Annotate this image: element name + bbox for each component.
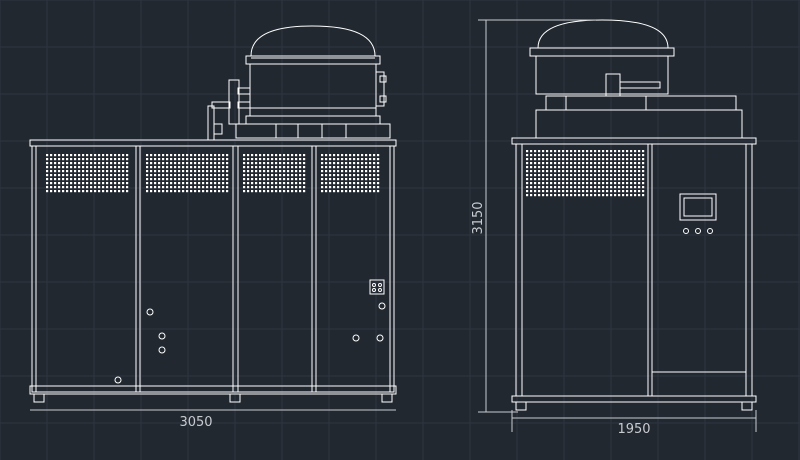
side-cabinet (511, 137, 757, 403)
vent-grille (321, 154, 380, 193)
side-dome (529, 19, 743, 139)
side-width-dimension: 1950 (617, 422, 650, 437)
front-knobs (114, 302, 386, 384)
vent-grilles (46, 150, 645, 197)
front-dome (235, 25, 391, 139)
vent-grille (243, 154, 306, 193)
side-control-panel (679, 193, 717, 234)
front-width-dimension: 3050 (179, 415, 212, 430)
front-feet (33, 393, 393, 403)
side-feet (515, 401, 753, 411)
vent-grille (526, 150, 645, 197)
side-height-dimension: 3150 (471, 201, 486, 234)
front-view (29, 25, 397, 411)
side-view (478, 19, 757, 432)
front-control-box (369, 279, 385, 295)
vent-grille (146, 154, 229, 193)
vent-grille (46, 154, 129, 193)
front-cabinet (29, 139, 397, 395)
